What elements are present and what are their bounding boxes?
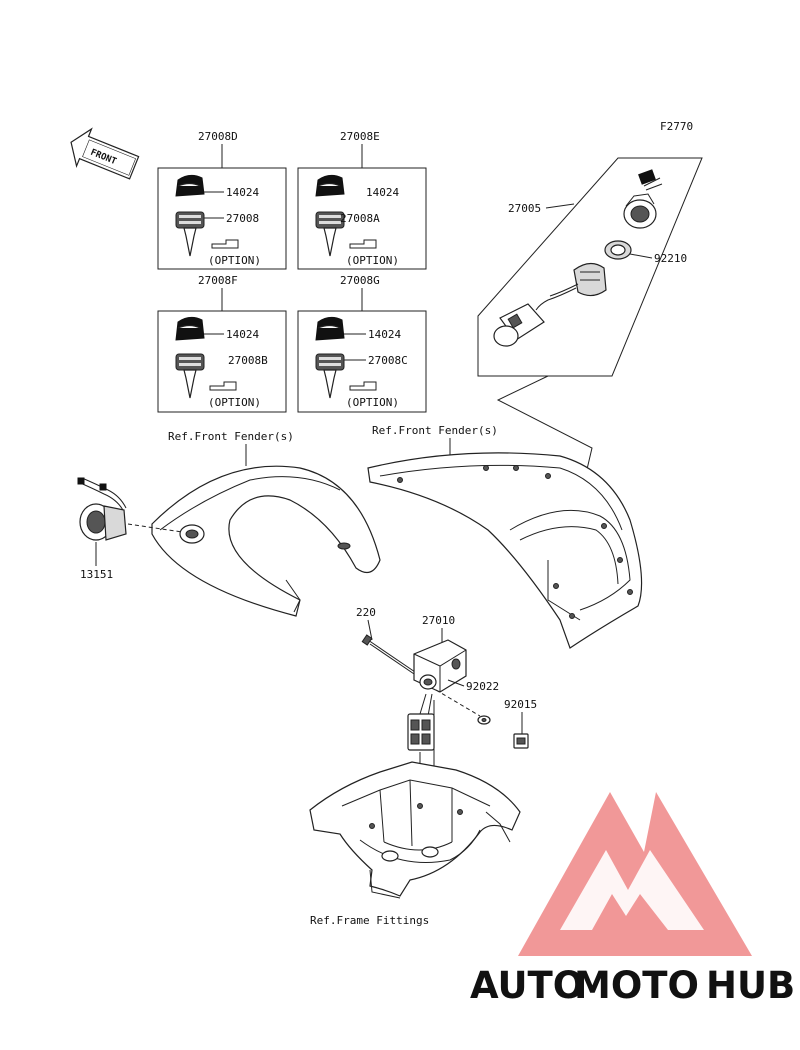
key-icon (315, 353, 345, 399)
bracket-assembly: 27010 220 92022 (356, 606, 537, 782)
blank-key-icon (349, 239, 377, 249)
key-cover-icon (315, 316, 345, 341)
ref-front-fender-right: Ref.Front Fender(s) (372, 424, 498, 437)
cover-part-number: 14024 (368, 328, 401, 341)
watermark-hub: HUB (706, 964, 795, 1007)
ignition-key-icon (623, 169, 663, 229)
key-set-id: 27008D (198, 130, 238, 143)
switch-nut-icon (604, 240, 632, 260)
key-set-27008g: 27008G 14024 27008C (OPTION) (297, 274, 427, 413)
ignition-switch-assembly: 27005 92210 (477, 157, 703, 377)
watermark-auto: AUTO (470, 964, 584, 1007)
watermark-moto: MOTO (574, 964, 699, 1007)
key-set-27008e: 27008E 14024 27008A (OPTION) (297, 130, 427, 270)
blank-key-icon (349, 381, 377, 391)
key-part-number: 27008A (340, 212, 380, 225)
connector-icon (407, 693, 435, 751)
ref-frame-fittings: Ref.Frame Fittings (310, 914, 429, 927)
washer-icon (477, 715, 491, 725)
bolt-part-number: 220 (356, 606, 376, 619)
nut-part-number: 92015 (504, 698, 537, 711)
key-cover-icon (315, 174, 345, 197)
front-fender-right: Ref.Front Fender(s) (367, 424, 643, 649)
key-cover-icon (175, 174, 205, 197)
key-cover-icon (175, 316, 205, 341)
key-set-27008f: 27008F 14024 27008B (OPTION) (157, 274, 287, 413)
watermark-logo: AUTO MOTO HUB (470, 792, 795, 1007)
bracket-part-number: 27010 (422, 614, 455, 627)
key-icon (175, 353, 205, 399)
switch-nut-part-number: 92210 (654, 252, 687, 265)
ref-front-fender-left: Ref.Front Fender(s) (168, 430, 294, 443)
nut-icon (513, 733, 529, 749)
bracket-icon (413, 639, 467, 693)
option-label: (OPTION) (208, 254, 261, 267)
socket-assembly: 13151 (77, 477, 127, 581)
key-set-id: 27008G (340, 274, 380, 287)
key-set-id: 27008E (340, 130, 380, 143)
key-set-27008d: 27008D 14024 27008 (OPTION) (157, 130, 287, 270)
option-label: (OPTION) (208, 396, 261, 409)
key-icon (175, 211, 205, 257)
washer-part-number: 92022 (466, 680, 499, 693)
blank-key-icon (209, 381, 237, 391)
switch-body-icon (493, 262, 607, 347)
cover-part-number: 14024 (226, 186, 259, 199)
option-label: (OPTION) (346, 254, 399, 267)
key-set-id: 27008F (198, 274, 238, 287)
diagram-code: F2770 (660, 120, 693, 133)
blank-key-icon (211, 239, 239, 249)
key-part-number: 27008B (228, 354, 268, 367)
frame-fittings: Ref.Frame Fittings (309, 761, 521, 927)
key-part-number: 27008 (226, 212, 259, 225)
key-part-number: 27008C (368, 354, 408, 367)
cover-part-number: 14024 (226, 328, 259, 341)
option-label: (OPTION) (346, 396, 399, 409)
socket-part-number: 13151 (80, 568, 113, 581)
ignition-switch-part-number: 27005 (508, 202, 541, 215)
front-arrow-icon: FRONT (70, 127, 140, 180)
front-fender-left: Ref.Front Fender(s) (127, 430, 381, 617)
cover-part-number: 14024 (366, 186, 399, 199)
key-icon (315, 211, 345, 257)
bolt-icon (361, 634, 421, 679)
